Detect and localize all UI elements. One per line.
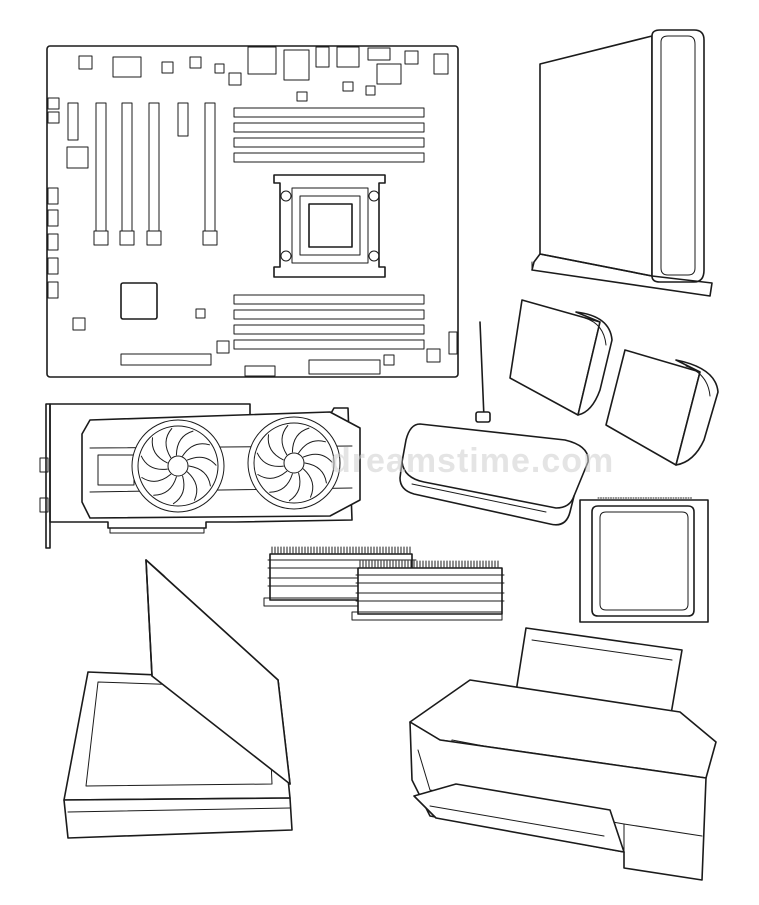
fan-blade (141, 473, 172, 482)
fan-blade (302, 468, 314, 498)
fan-blade (140, 455, 168, 470)
fan-blade (281, 425, 289, 456)
cpu-chip-icon (579, 497, 709, 623)
fan-blade (269, 473, 293, 493)
fan-blade (257, 470, 288, 479)
fan-blade (291, 427, 310, 453)
fan-blade (153, 476, 177, 496)
fan-blade (256, 452, 284, 467)
ram-modules-icon (263, 546, 505, 621)
fan-blade (188, 465, 211, 487)
fan-blade (172, 475, 185, 505)
fan-blade (186, 471, 198, 501)
speakers-icon (509, 299, 719, 466)
wifi-router-icon (399, 321, 589, 526)
fan-blade (304, 462, 327, 484)
fan-blade (302, 453, 333, 463)
tower-case-icon (531, 29, 713, 297)
motherboard-icon (46, 45, 459, 378)
fan-blade (288, 472, 301, 502)
fan-blade (151, 437, 168, 464)
fan-blade (267, 434, 284, 461)
inkjet-printer-icon (409, 627, 717, 881)
graphics-card-icon (39, 403, 361, 549)
fan-blade (186, 456, 217, 466)
fan-blade (175, 430, 194, 456)
fan-blade (298, 440, 326, 454)
fan-blade (165, 428, 173, 459)
flatbed-scanner-icon (63, 559, 293, 839)
fan-blade (182, 443, 210, 457)
